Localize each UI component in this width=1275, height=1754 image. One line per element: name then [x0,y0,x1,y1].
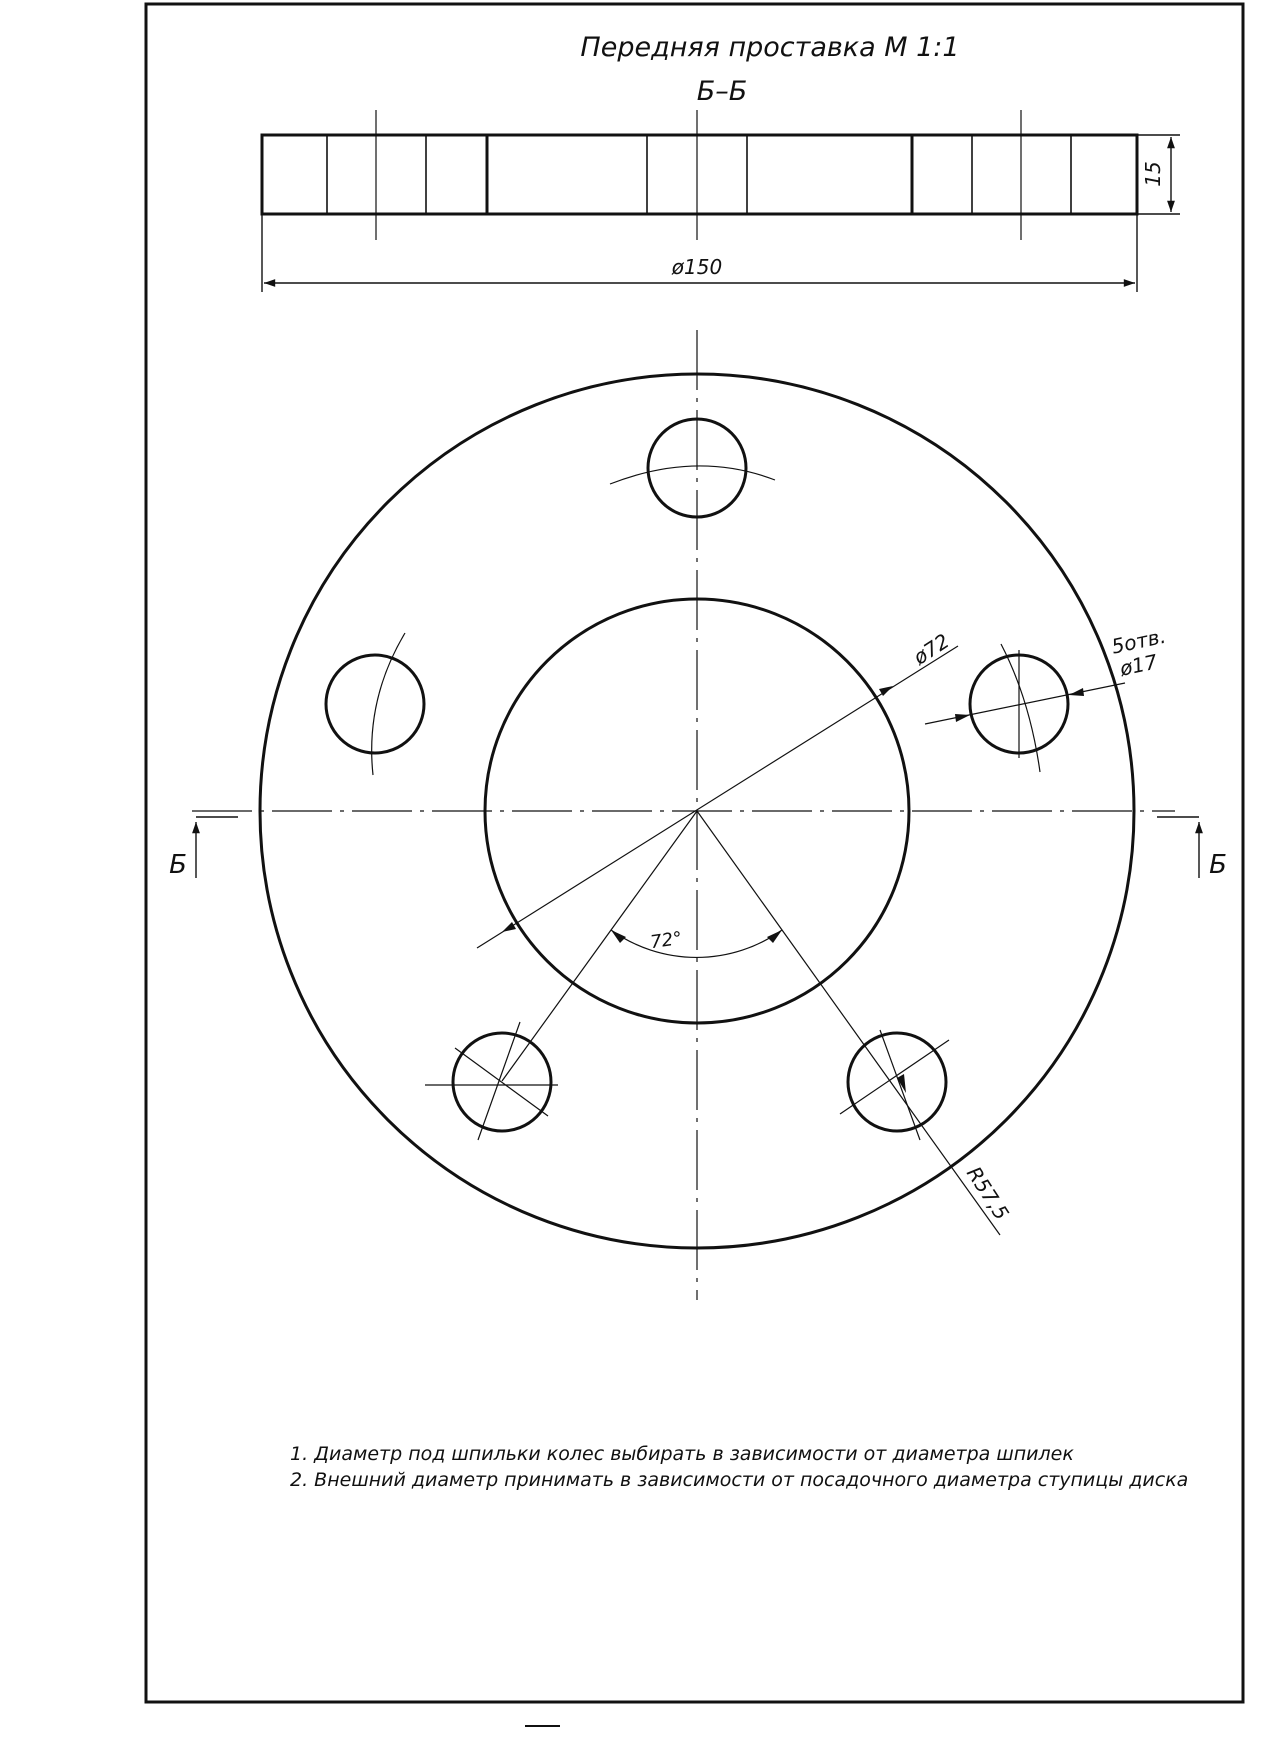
bolt-hole-top [609,417,776,519]
angle-label: 72° [649,928,684,953]
section-mark-left-label: Б [169,850,187,880]
radius-line-lower-left [501,810,698,1082]
outer-diameter-dimension [261,214,1138,292]
section-view [260,110,1139,240]
bolt-hole-lower-left [425,1021,558,1141]
radius-line-lower-right [696,810,1001,1236]
drawing-title: Передняя проставка М 1:1 [580,32,959,63]
bore-diameter-label: ø72 [908,629,954,670]
note-2: 2. Внешний диаметр принимать в зависимос… [290,1469,1188,1491]
section-body [260,133,1139,216]
section-mark-left [192,816,238,878]
bolt-holes [324,417,1070,1141]
section-mark-right-label: Б [1209,850,1227,880]
outer-diameter-label: ø150 [671,255,722,279]
bolt-hole-upper-left [324,632,426,776]
angle-arc [610,929,783,958]
bolt-hole-upper-right [968,643,1070,773]
plan-view [192,330,1175,1300]
thickness-dimension [1137,134,1180,215]
drawing-frame [144,2,1245,1704]
note-1: 1. Диаметр под шпильки колес выбирать в … [290,1443,1074,1465]
thickness-dimension-label: 15 [1141,161,1165,186]
section-label: Б–Б [697,76,748,107]
bore-diameter-leader [476,645,959,949]
bolt-hole-lower-right [839,1029,950,1141]
section-mark-right [1157,816,1203,878]
